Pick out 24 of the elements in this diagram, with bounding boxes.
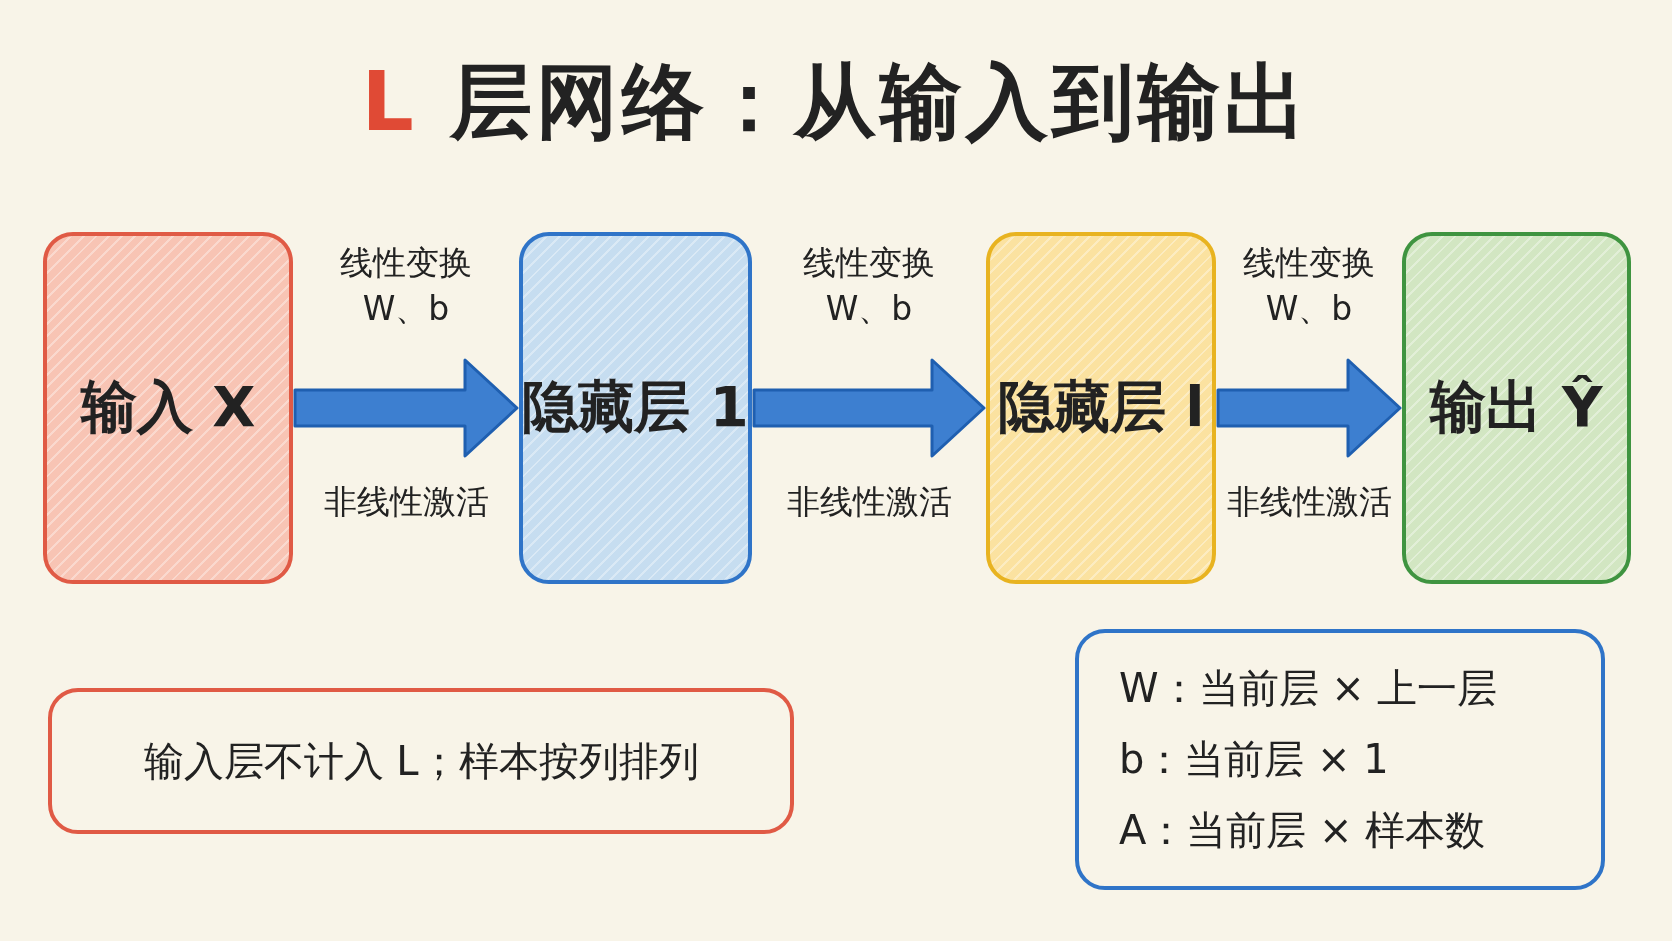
layer-name: 隐藏层 l <box>997 373 1205 441</box>
activation-label: 非线性激活 <box>785 481 953 523</box>
note-text: 输入层不计入 L；样本按列排列 <box>143 736 699 786</box>
edge-label: 线性变换 W、b <box>1242 242 1376 331</box>
layer-box <box>519 232 752 584</box>
shape-rule: b：当前层 × 1 <box>1118 735 1389 784</box>
title: L 层网络：从输入到输出 <box>360 53 1312 151</box>
activation-label: 非线性激活 <box>1225 481 1393 523</box>
shape-rule: A：当前层 × 样本数 <box>1118 806 1486 855</box>
edge-label: 线性变换 W、b <box>802 242 936 331</box>
note-box <box>48 688 794 834</box>
block-arrow <box>752 358 986 458</box>
layer-box <box>43 232 293 584</box>
shape-rule: W：当前层 × 上一层 <box>1118 664 1498 713</box>
block-arrow <box>1216 358 1402 458</box>
layer-name: 输入 X <box>80 373 256 441</box>
block-arrow <box>293 358 519 458</box>
edge-label: 线性变换 W、b <box>339 242 473 331</box>
layer-box <box>986 232 1216 584</box>
layer-name: 隐藏层 1 <box>522 373 749 441</box>
activation-label: 非线性激活 <box>322 481 490 523</box>
layer-name: 输出 Ŷ <box>1430 373 1603 441</box>
legend-box <box>1075 629 1605 890</box>
layer-box <box>1402 232 1631 584</box>
